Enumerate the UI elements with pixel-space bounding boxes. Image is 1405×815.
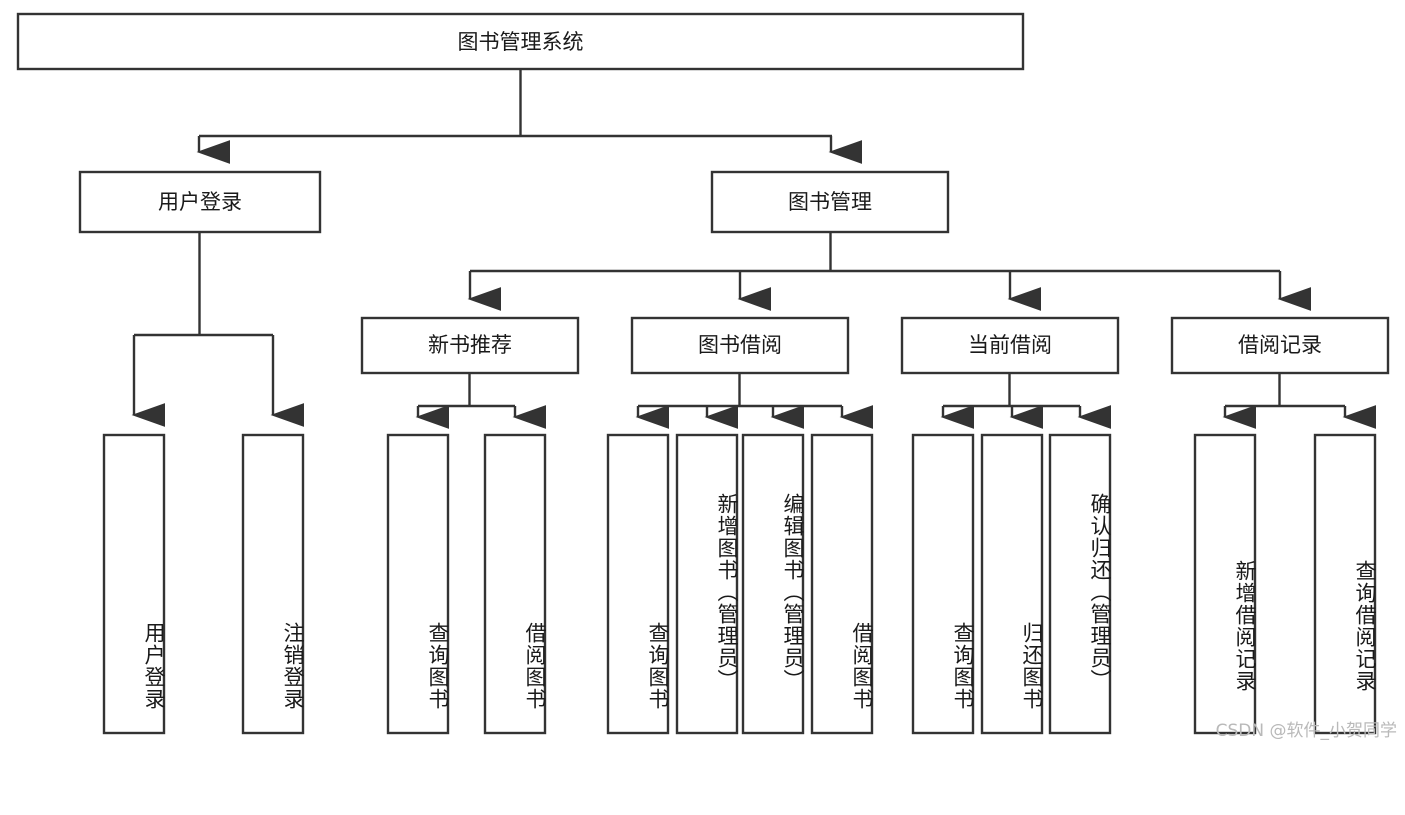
leaf-box-query-book-1[interactable] <box>386 433 450 735</box>
node-book-borrow-box[interactable] <box>630 316 850 375</box>
leaf-box-group <box>102 433 1377 735</box>
node-borrow-record-box[interactable] <box>1170 316 1390 375</box>
leaf-box-edit-book[interactable] <box>741 433 805 735</box>
connector-group <box>131 69 1377 429</box>
node-book-borrow-label: 图书借阅 <box>698 333 782 357</box>
node-book-borrow[interactable]: 图书借阅 <box>630 316 850 375</box>
node-user-login-box[interactable] <box>78 170 322 234</box>
leaf-box-query-book-2[interactable] <box>606 433 670 735</box>
node-user-login-label: 用户登录 <box>158 190 242 214</box>
leaf-box-return-book[interactable] <box>980 433 1044 735</box>
node-borrow-record[interactable]: 借阅记录 <box>1170 316 1390 375</box>
node-new-book-recommend[interactable]: 新书推荐 <box>360 316 580 375</box>
diagram-canvas: 图书管理系统 用户登录 图书管理 新书推荐 图书借阅 当前借阅 借阅记录 <box>16 12 1397 741</box>
leaf-box-borrow-book-1[interactable] <box>483 433 547 735</box>
leaf-box-add-record[interactable] <box>1193 433 1257 735</box>
node-current-borrow-label: 当前借阅 <box>968 333 1052 357</box>
node-new-book-recommend-box[interactable] <box>360 316 580 375</box>
leaf-box-user-login[interactable] <box>102 433 166 735</box>
node-book-manage-box[interactable] <box>710 170 950 234</box>
diagram-svg: 图书管理系统 用户登录 图书管理 新书推荐 图书借阅 当前借阅 借阅记录 <box>16 12 1390 735</box>
leaf-box-borrow-book-2[interactable] <box>810 433 874 735</box>
node-book-manage[interactable]: 图书管理 <box>710 170 950 234</box>
node-new-book-recommend-label: 新书推荐 <box>428 333 512 357</box>
node-root[interactable]: 图书管理系统 <box>16 12 1025 71</box>
node-current-borrow[interactable]: 当前借阅 <box>900 316 1120 375</box>
leaf-box-query-record[interactable] <box>1313 433 1377 735</box>
leaf-box-confirm-return[interactable] <box>1048 433 1112 735</box>
node-root-box[interactable] <box>16 12 1025 71</box>
node-borrow-record-label: 借阅记录 <box>1238 333 1322 357</box>
node-book-manage-label: 图书管理 <box>788 190 872 214</box>
leaf-box-add-book[interactable] <box>675 433 739 735</box>
node-current-borrow-box[interactable] <box>900 316 1120 375</box>
node-root-label: 图书管理系统 <box>458 30 584 54</box>
leaf-box-logout[interactable] <box>241 433 305 735</box>
leaf-box-query-book-3[interactable] <box>911 433 975 735</box>
csdn-watermark: CSDN @软件_小贺同学 <box>1215 721 1397 741</box>
node-user-login[interactable]: 用户登录 <box>78 170 322 234</box>
